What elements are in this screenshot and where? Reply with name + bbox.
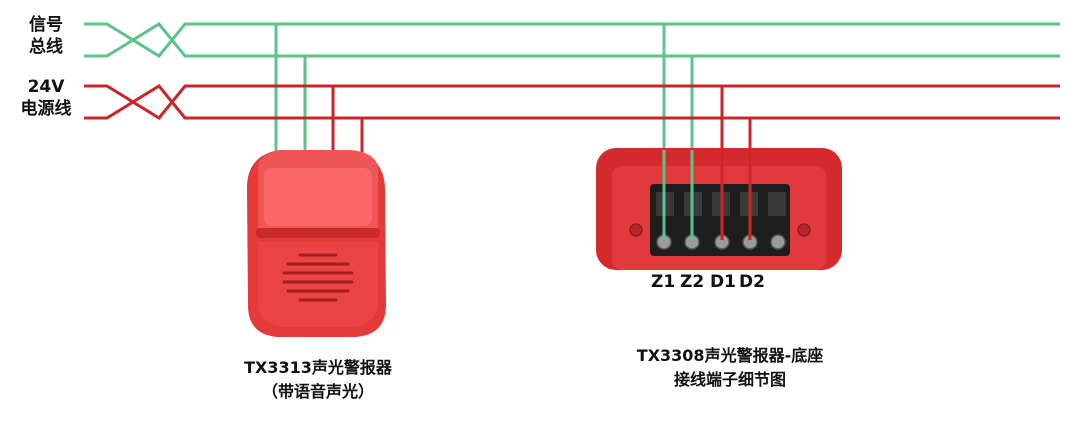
alarm-base-tx3308 <box>596 148 842 270</box>
speaker-grille <box>282 253 354 302</box>
signal-bus-label-line1: 信号 <box>29 15 63 35</box>
right-device-caption: TX3308声光警报器-底座 接线端子细节图 <box>610 344 850 392</box>
power-bus-label-line2: 电源线 <box>20 99 72 119</box>
terminal-label-z2: Z2 <box>680 272 705 292</box>
wire-endpoints <box>662 150 752 240</box>
alarm-device-tx3313 <box>246 150 386 337</box>
signal-bus <box>84 22 1060 240</box>
mounting-screw-right <box>797 223 811 237</box>
terminal-screw-spare <box>770 234 786 250</box>
alarm-light-lens <box>264 168 372 226</box>
terminal-label-d2: D2 <box>739 272 765 292</box>
power-bus <box>84 84 1060 240</box>
power-bus-lower-wire <box>84 84 1060 120</box>
signal-bus-upper-wire <box>84 22 1060 58</box>
terminal-label-z1: Z1 <box>651 272 676 292</box>
left-device-caption: TX3313声光警报器 （带语音声光） <box>208 356 428 404</box>
left-caption-line2: （带语音声光） <box>261 382 374 401</box>
signal-bus-lower-wire <box>84 22 1060 58</box>
signal-bus-label: 信号 总线 <box>16 14 76 58</box>
right-caption-line1: TX3308声光警报器-底座 <box>636 346 824 365</box>
power-bus-upper-wire <box>84 84 1060 120</box>
power-bus-label-line1: 24V <box>27 77 65 97</box>
mounting-screw-left <box>629 223 643 237</box>
terminal-label-d1: D1 <box>710 272 736 292</box>
right-caption-line2: 接线端子细节图 <box>673 370 786 389</box>
alarm-divider <box>256 228 380 238</box>
power-bus-label: 24V 电源线 <box>16 76 76 120</box>
left-caption-line1: TX3313声光警报器 <box>244 358 392 377</box>
signal-bus-label-line2: 总线 <box>29 37 63 57</box>
